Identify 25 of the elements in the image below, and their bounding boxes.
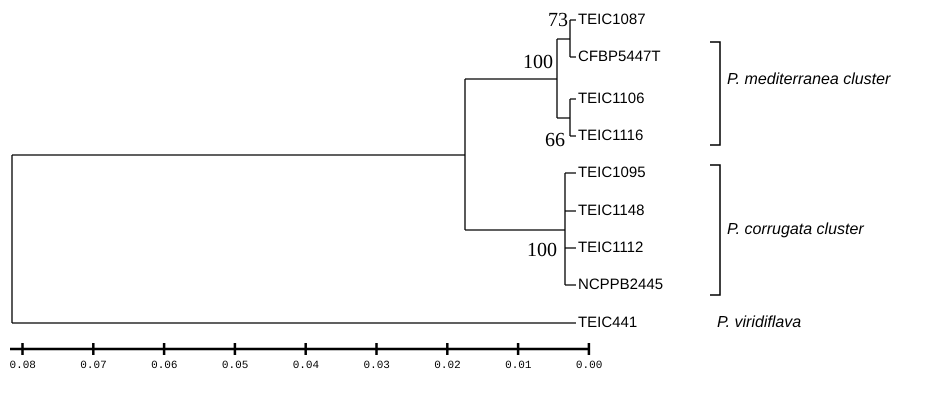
tick-label: 0.08 [10,360,36,372]
tick-label: 0.01 [505,360,532,372]
strain-label: TEIC1112 [578,239,644,257]
cluster-name: P. mediterranea cluster [727,71,890,89]
strain-label: TEIC1095 [578,164,646,182]
strain-label: TEIC1087 [578,11,646,29]
tick-label: 0.02 [434,360,461,372]
tick-label: 0.00 [576,360,602,372]
bootstrap-value: 100 [523,52,553,72]
tick-label: 0.04 [292,360,320,372]
strain-label: CFBP5447T [578,48,661,66]
tick-label: 0.05 [222,360,248,372]
tick-label: 0.07 [80,360,107,372]
bootstrap-value: 100 [527,240,557,260]
tick-label: 0.06 [151,360,178,372]
bootstrap-value: 73 [548,10,568,30]
strain-label: TEIC441 [578,314,638,332]
cluster-name: P. corrugata cluster [727,221,864,239]
strain-label: NCPPB2445 [578,276,664,294]
strain-label: TEIC1106 [578,90,644,108]
cluster-name: P. viridiflava [717,314,802,332]
strain-label: TEIC1148 [578,202,644,220]
tick-label: 0.03 [364,360,390,372]
bootstrap-value: 66 [545,130,565,150]
strain-label: TEIC1116 [578,127,644,145]
